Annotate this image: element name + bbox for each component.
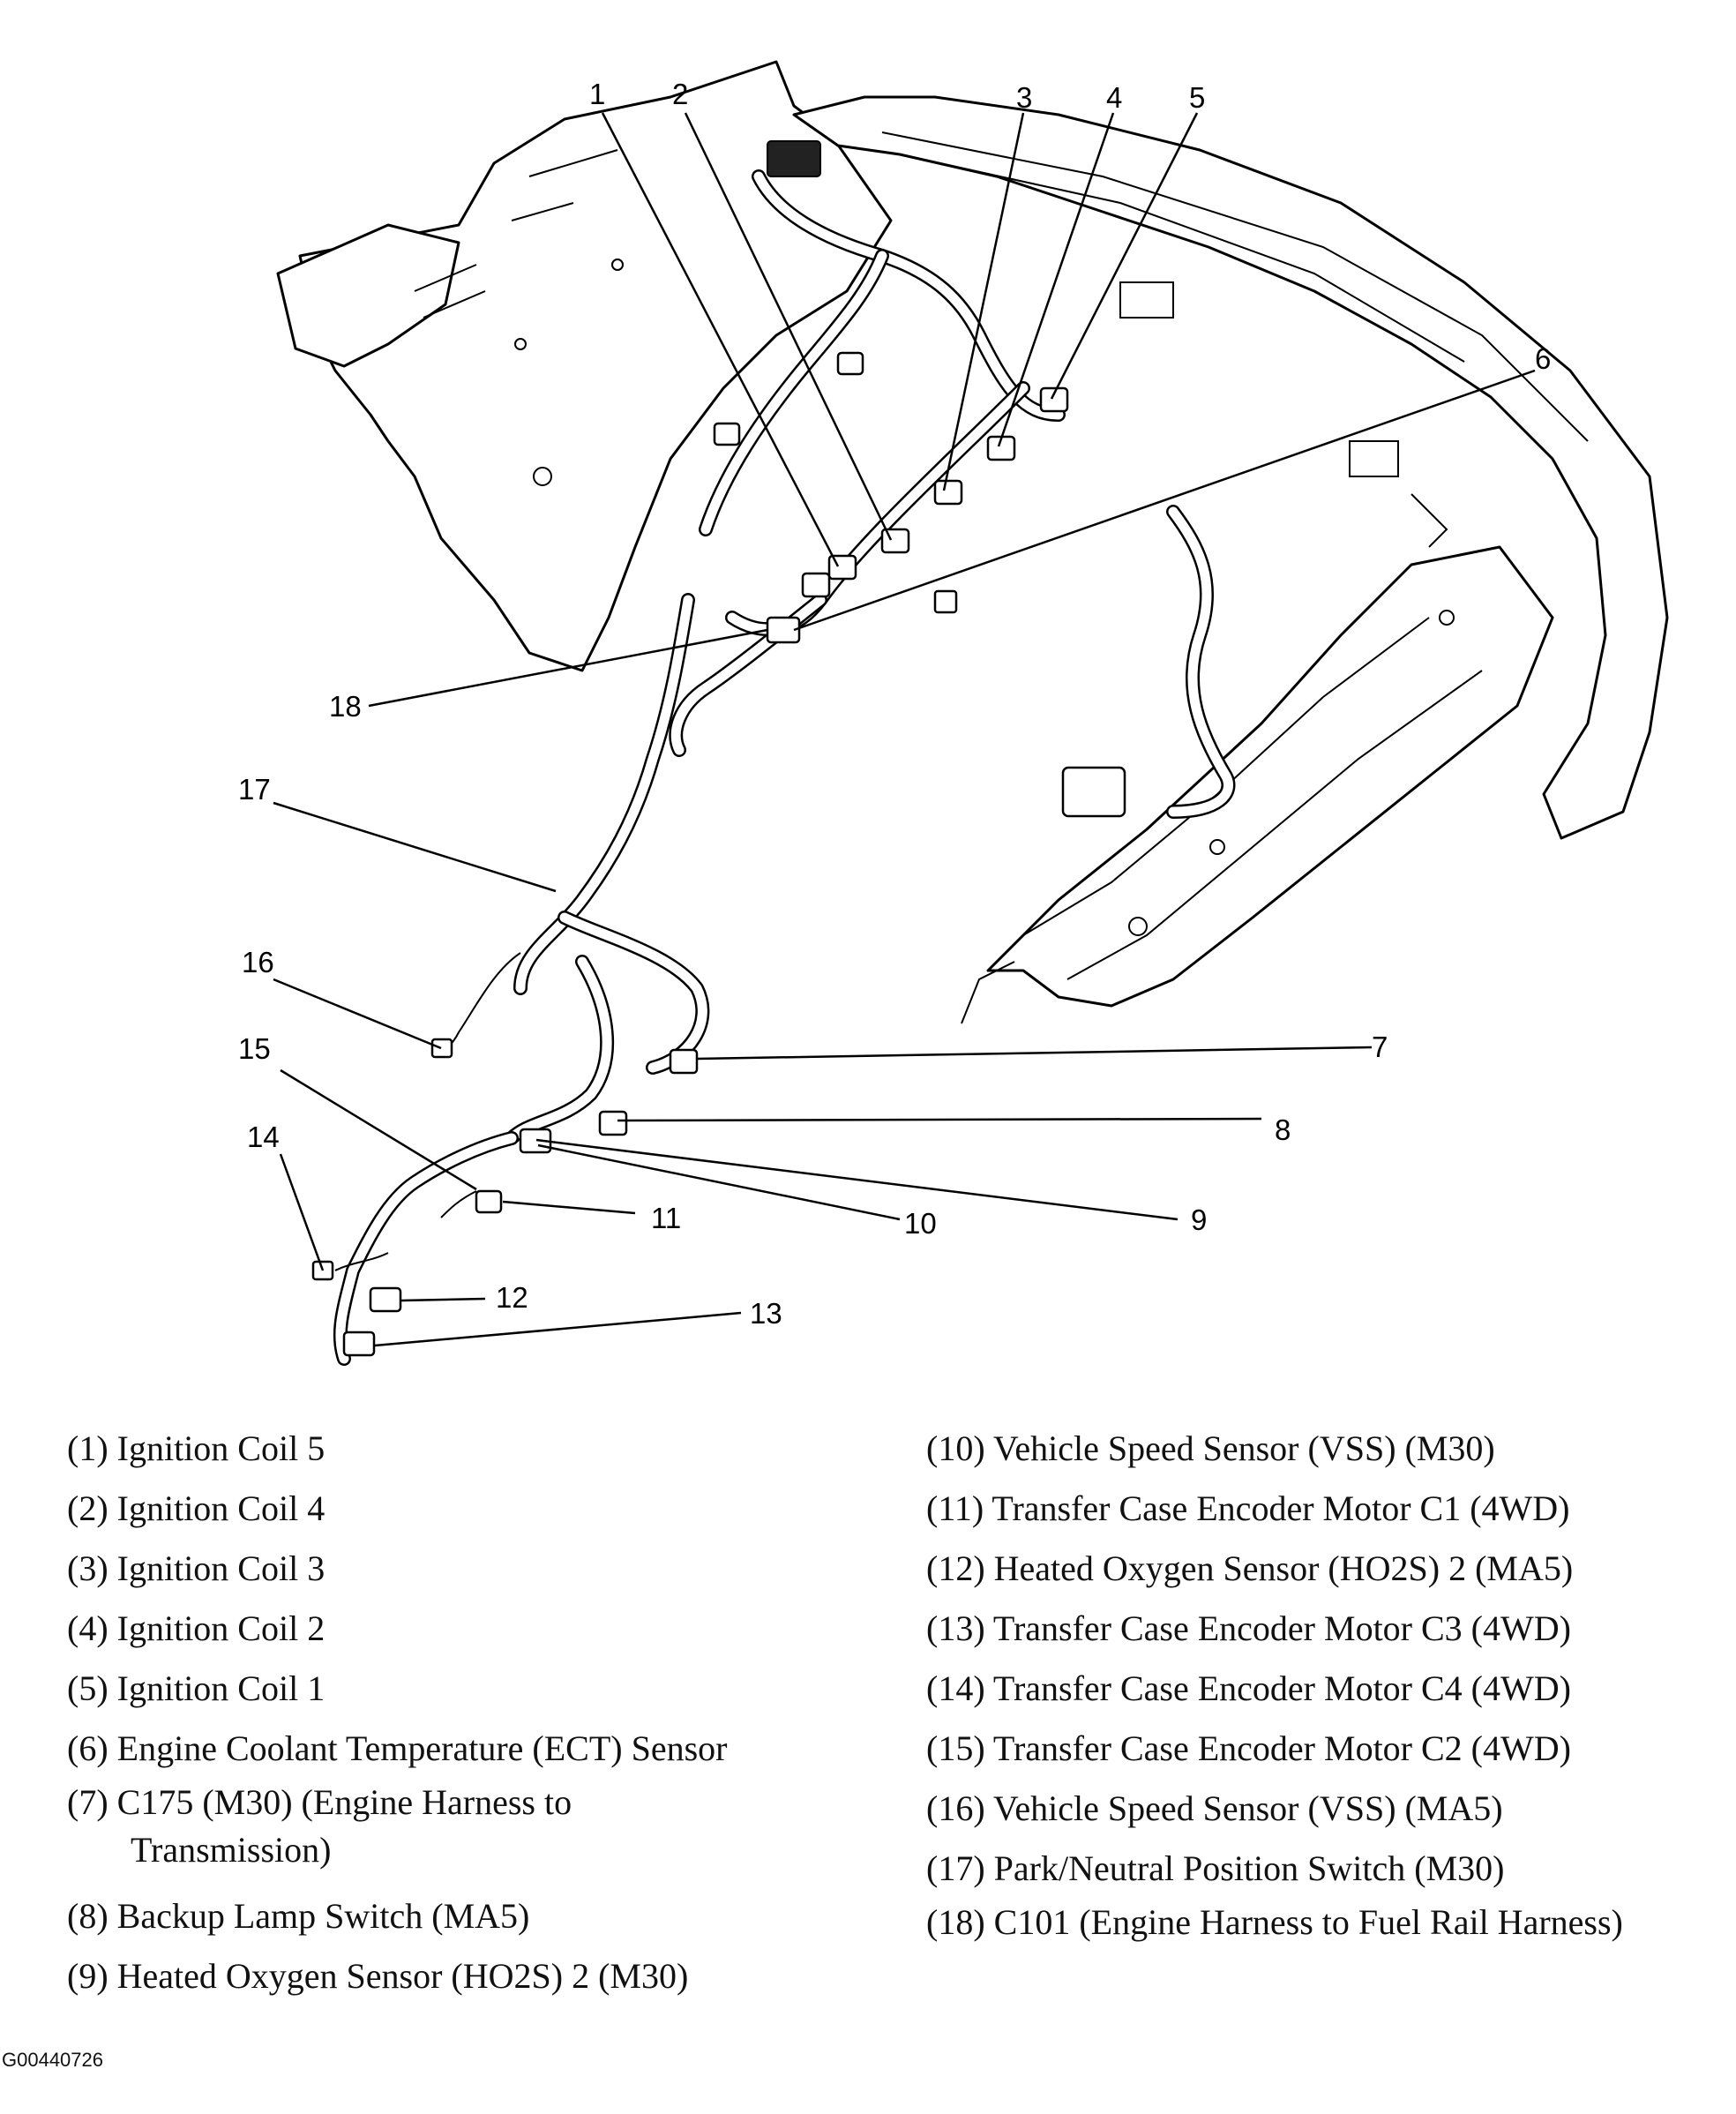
legend-item: (13) Transfer Case Encoder Motor C3 (4WD… — [926, 1608, 1571, 1648]
callout-10: 10 — [904, 1207, 937, 1240]
legend-item: (15) Transfer Case Encoder Motor C2 (4WD… — [926, 1728, 1571, 1768]
callout-7: 7 — [1372, 1031, 1388, 1063]
legend-item: (16) Vehicle Speed Sensor (VSS) (MA5) — [926, 1788, 1503, 1828]
callout-18: 18 — [329, 690, 362, 723]
legend-item: (17) Park/Neutral Position Switch (M30) — [926, 1848, 1505, 1888]
legend-item: (10) Vehicle Speed Sensor (VSS) (M30) — [926, 1428, 1495, 1468]
callout-16: 16 — [242, 946, 274, 978]
legend-item: (7) C175 (M30) (Engine Harness to Transm… — [67, 1782, 572, 1870]
legend-item: (8) Backup Lamp Switch (MA5) — [67, 1896, 530, 1936]
legend-item: (14) Transfer Case Encoder Motor C4 (4WD… — [926, 1668, 1571, 1708]
legend-right: (10) Vehicle Speed Sensor (VSS) (M30) (1… — [926, 1419, 1729, 1959]
callout-4: 4 — [1106, 81, 1122, 114]
callout-15: 15 — [238, 1032, 271, 1065]
callout-numbers: 1 2 3 4 5 6 7 8 9 10 11 12 13 14 15 16 1… — [238, 78, 1551, 1330]
legend-item: (9) Heated Oxygen Sensor (HO2S) 2 (M30) — [67, 1956, 689, 1996]
legend-item: (12) Heated Oxygen Sensor (HO2S) 2 (MA5) — [926, 1548, 1574, 1588]
legend-item: (3) Ignition Coil 3 — [67, 1548, 326, 1588]
callout-12: 12 — [496, 1281, 528, 1314]
figure-id: G00440726 — [2, 2049, 103, 2071]
callout-17: 17 — [238, 773, 271, 806]
legend-left: (1) Ignition Coil 5 (2) Ignition Coil 4 … — [67, 1419, 914, 2006]
legend-item: (5) Ignition Coil 1 — [67, 1668, 326, 1708]
front-bumper — [792, 95, 1669, 840]
callout-3: 3 — [1016, 81, 1032, 114]
callout-13: 13 — [750, 1297, 782, 1330]
legend-item: (6) Engine Coolant Temperature (ECT) Sen… — [67, 1728, 728, 1768]
legend-item: (4) Ignition Coil 2 — [67, 1608, 326, 1648]
leader-lines — [273, 112, 1536, 1347]
connectors — [311, 140, 1069, 1357]
callout-9: 9 — [1191, 1203, 1207, 1236]
callout-11: 11 — [651, 1202, 681, 1234]
callout-2: 2 — [672, 78, 688, 110]
legend-item: (2) Ignition Coil 4 — [67, 1488, 326, 1528]
legend-item: (11) Transfer Case Encoder Motor C1 (4WD… — [926, 1488, 1570, 1528]
legend-item: (18) C101 (Engine Harness to Fuel Rail H… — [926, 1902, 1623, 1942]
callout-6: 6 — [1535, 342, 1551, 375]
frame-member — [961, 545, 1554, 1024]
engine-harness-diagram: 1 2 3 4 5 6 7 8 9 10 11 12 13 14 15 16 1… — [238, 60, 1669, 1366]
bulkhead-panel — [276, 60, 893, 672]
callout-8: 8 — [1275, 1113, 1291, 1146]
callout-5: 5 — [1189, 81, 1205, 114]
legend-item: (1) Ignition Coil 5 — [67, 1428, 326, 1468]
callout-14: 14 — [247, 1121, 280, 1153]
callout-1: 1 — [589, 78, 605, 110]
